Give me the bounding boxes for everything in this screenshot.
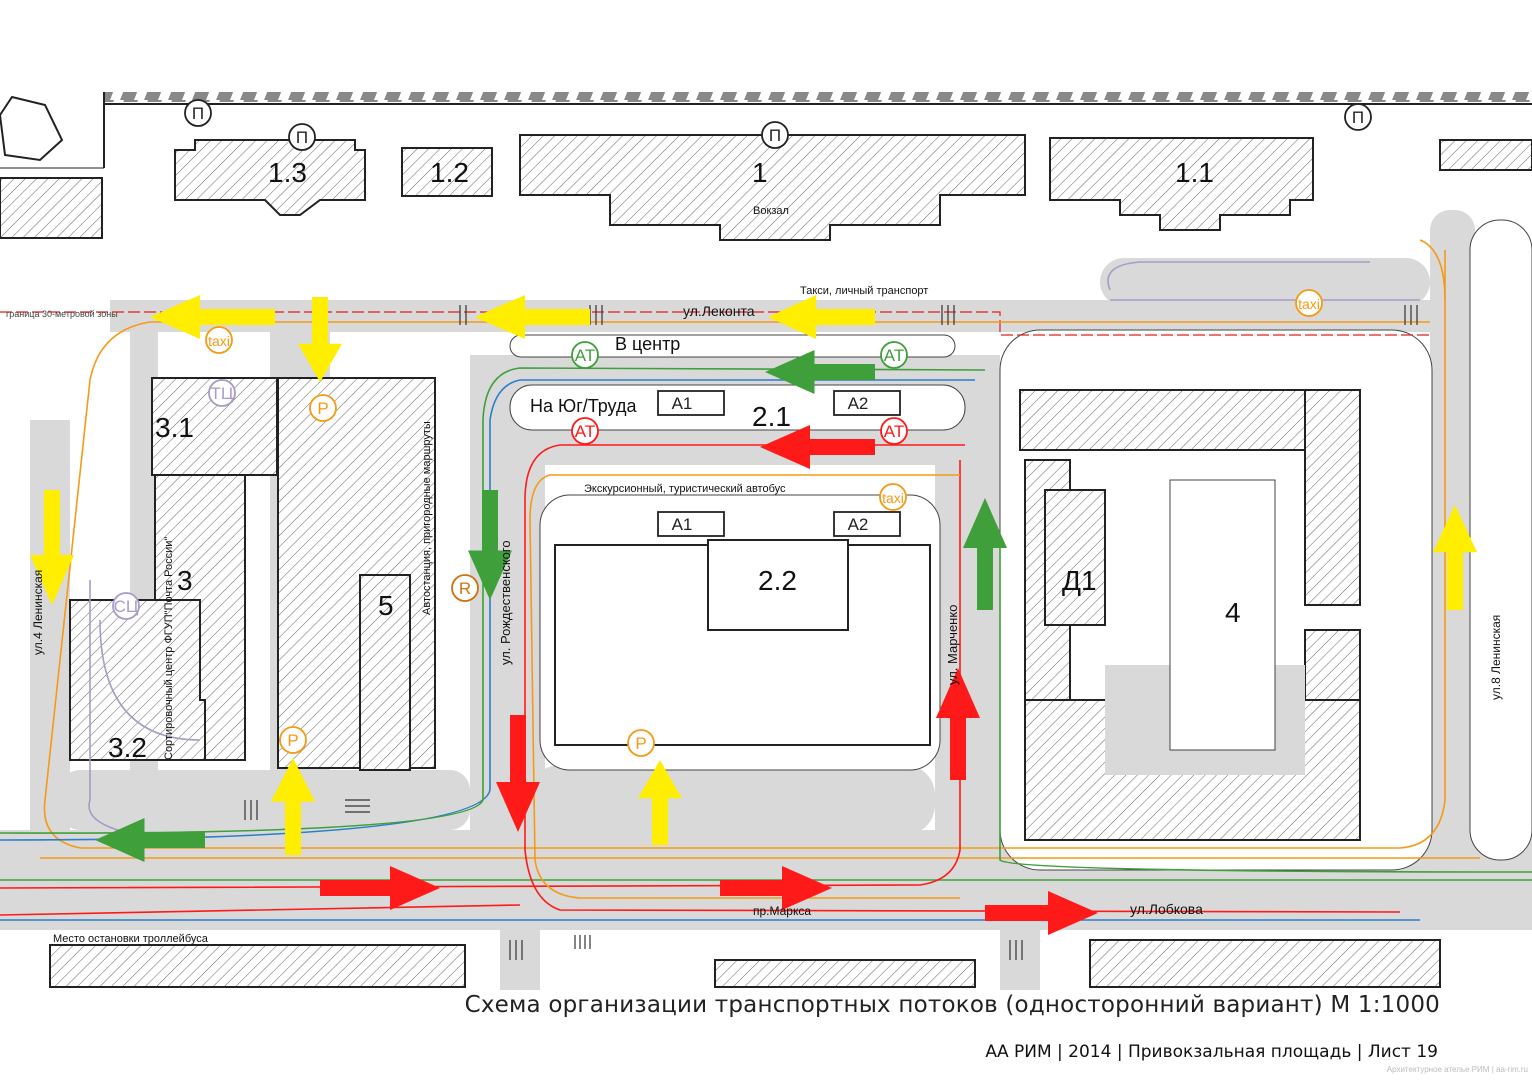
street-leconte: ул.Леконта (683, 303, 755, 319)
street-lenin4: ул.4 Ленинская (31, 570, 45, 655)
building-1-2: 1.2 (430, 157, 469, 188)
building-4: 4 (1225, 597, 1241, 628)
buildings (0, 134, 1532, 988)
flow-arrow-yellow (298, 297, 342, 382)
flow-arrow-red (936, 668, 980, 780)
bus-badge-label: AT (884, 346, 904, 365)
bus-badge: AT (880, 341, 908, 369)
pedestrian-badge: П (184, 99, 212, 127)
flow-arrow-yellow (1433, 505, 1477, 610)
bus-badge-label: AT (575, 346, 595, 365)
flow-arrow-yellow (271, 758, 315, 855)
direction-to-center: В центр (615, 334, 680, 354)
building-3: 3 (177, 565, 193, 596)
flow-arrow-yellow (30, 490, 74, 605)
flow-arrow-yellow (475, 295, 590, 339)
flow-arrow-yellow (150, 295, 275, 339)
street-rozhdestvenskogo: ул. Рождественского (498, 540, 513, 665)
zone-label: граница 30-метровой зоны (6, 309, 118, 319)
taxi-badge: taxi (205, 326, 233, 354)
a2-badge-label: A2 (848, 515, 869, 534)
post-label: Сортировочный центр ФГУП"Почта России" (163, 537, 175, 760)
railway (104, 92, 1532, 102)
station-label: Вокзал (753, 205, 789, 217)
page-title: Схема организации транспортных потоков (… (464, 992, 1440, 1018)
building-1-1: 1.1 (1175, 157, 1214, 188)
flow-arrow-red (320, 866, 440, 910)
pedestrian-badge-label: П (769, 126, 781, 145)
credit: Архитектурное ателье РИМ | aa-rim.ru (1386, 1065, 1528, 1074)
building-1-3: 1.3 (268, 157, 307, 188)
taxi-badge: taxi (879, 483, 907, 511)
street-marx: пр.Маркса (753, 904, 811, 918)
sc-badge-label: СЦ (114, 597, 139, 616)
excursion-label: Экскурсионный, туристический автобус (584, 483, 786, 495)
a2-badge: A2 (833, 390, 901, 416)
landmark-icon (0, 95, 64, 162)
flow-arrow-green (765, 350, 875, 394)
a1-badge-label: A1 (672, 394, 693, 413)
flow-arrow-red (760, 425, 875, 469)
a1-badge: A1 (657, 390, 725, 416)
flow-arrow-green (963, 498, 1007, 610)
parking-badge-label: P (635, 734, 646, 753)
parking-badge: P (279, 726, 307, 754)
street-marchenko: ул. Марченко (945, 605, 960, 685)
pedestrian-badge: П (288, 123, 316, 151)
flow-arrow-green (468, 490, 512, 600)
taxi-private-label: Такси, личный транспорт (800, 285, 928, 297)
street-lobkov: ул.Лобкова (1130, 901, 1203, 917)
bus-badge-label: AT (575, 422, 595, 441)
a2-badge: A2 (833, 511, 901, 537)
parking-badge-label: P (317, 399, 328, 418)
reserve-badge-label: R (459, 579, 471, 598)
taxi-badge-label: taxi (882, 490, 904, 506)
flow-arrow-green (95, 818, 205, 862)
street-lenin8: ул.8 Ленинская (1489, 615, 1503, 700)
building-2-1: 2.1 (752, 401, 791, 432)
taxi-badge-label: taxi (1298, 296, 1320, 312)
footer: АА РИМ | 2014 | Привокзальная площадь | … (985, 1042, 1438, 1062)
parking-badge-label: P (287, 731, 298, 750)
bus-station-label: Автостанция, пригородные маршруты (421, 421, 433, 615)
roads (0, 210, 1532, 990)
tc-badge: ТЦ (208, 379, 236, 407)
flow-arrows (30, 295, 1477, 935)
pedestrian-badge-label: П (296, 128, 308, 147)
bus-badge: AT (571, 341, 599, 369)
building-d1: Д1 (1062, 565, 1097, 596)
a1-badge-label: A1 (672, 515, 693, 534)
a1-badge: A1 (657, 511, 725, 537)
flow-lines (0, 239, 1532, 921)
direction-to-south: На Юг/Труда (530, 396, 637, 416)
flow-arrow-red (985, 891, 1098, 935)
pedestrian-badge-label: П (192, 104, 204, 123)
parking-badge: P (627, 729, 655, 757)
pedestrian-badge: П (1344, 103, 1372, 131)
taxi-badge-label: taxi (208, 333, 230, 349)
building-3-2: 3.2 (108, 732, 147, 763)
parking-badge: P (309, 394, 337, 422)
building-5: 5 (378, 590, 394, 621)
sc-badge: СЦ (112, 592, 140, 620)
a2-badge-label: A2 (848, 394, 869, 413)
pedestrian-badge: П (761, 121, 789, 149)
trolley-stop-label: Место остановки троллейбуса (53, 933, 209, 945)
building-3-1: 3.1 (155, 412, 194, 443)
taxi-badge: taxi (1295, 289, 1323, 317)
building-2-2: 2.2 (758, 565, 797, 596)
bus-badge: AT (571, 417, 599, 445)
bus-badge: AT (880, 417, 908, 445)
reserve-badge: R (451, 574, 479, 602)
flow-arrow-yellow (768, 295, 875, 339)
crosswalks (244, 305, 1418, 960)
tc-badge-label: ТЦ (211, 384, 234, 403)
building-1: 1 (752, 157, 768, 188)
flow-arrow-yellow (638, 760, 682, 845)
flow-arrow-red (496, 715, 540, 832)
bus-badge-label: AT (884, 422, 904, 441)
pedestrian-badge-label: П (1352, 108, 1364, 127)
flow-arrow-red (720, 866, 832, 910)
